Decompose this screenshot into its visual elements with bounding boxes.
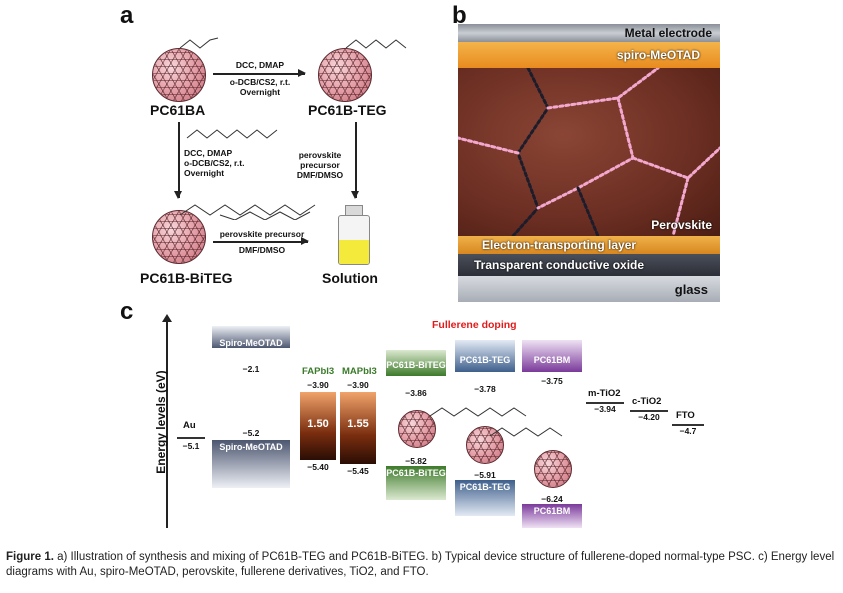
fto-label: FTO [676,410,695,421]
reaction-arrow-2 [175,122,181,199]
spiro-lumo-value: −2.1 [242,364,260,374]
fapbi3-band [300,392,336,460]
side-chain-c-icon [430,407,563,437]
panel-a-letter: a [120,2,134,29]
pcbm-homo-band: PC61BM [522,504,582,528]
au-label: Au [183,420,196,431]
device-structure: Metal electrode spiro-MeOTAD Perovskite [458,24,720,302]
ctio2-label: c-TiO2 [632,396,662,407]
teg-lumo-band: PC61B-TEG [455,340,515,372]
reaction-conditions-1: DCC, DMAP [235,60,285,70]
mtio2-value: −3.94 [594,404,616,414]
ctio2-value: −4.20 [638,412,660,422]
reaction-arrow-1 [213,70,306,76]
spiro-lumo-band: Spiro-MeOTAD [212,326,290,348]
panel-c-letter: c [120,298,134,325]
reaction-conditions-2: DCC, DMAP o-DCB/CS2, r.t. Overnight [184,148,245,178]
layer-electron-transporting: Electron-transporting layer [458,236,720,254]
mapbi3-vb-value: −5.45 [347,466,369,476]
grain-boundaries-icon [458,68,720,236]
mapbi3-band [340,392,376,464]
reaction-conditions-4b: DMF/DMSO [238,245,286,255]
mapbi3-label: MAPbI3 [342,366,377,377]
pc61b-teg-fullerene-icon [318,48,372,102]
reaction-conditions-1b: o-DCB/CS2, r.t. Overnight [229,77,291,97]
spiro-homo-value: −5.2 [242,428,260,438]
caption-label: Figure 1. [6,551,54,563]
mtio2-level [586,402,624,404]
side-chain-biteg-icon [179,204,316,220]
biteg-homo-band: PC61B-BiTEG [386,466,446,500]
teg-fullerene-icon [466,426,504,464]
layer-transparent-conductive-oxide: Transparent conductive oxide [458,254,720,276]
compound-pc61b-teg: PC61B-TEG [308,102,387,118]
au-value: −5.1 [182,441,200,451]
y-axis [166,318,168,528]
pcbm-homo-value: −6.24 [541,494,563,504]
layer-glass: glass [458,276,720,302]
layer-spiro-meotad: spiro-MeOTAD [458,42,720,68]
y-axis-label: Energy levels (eV) [154,370,168,474]
mapbi3-gap-value: 1.55 [347,418,369,430]
pcbm-lumo-value: −3.75 [541,376,563,386]
compound-solution: Solution [322,270,378,286]
compound-pc61ba: PC61BA [150,102,206,118]
reaction-conditions-4: perovskite precursor [219,229,305,239]
biteg-fullerene-icon [398,410,436,448]
reaction-arrow-4 [213,238,309,244]
layer-perovskite: Perovskite [458,68,720,236]
biteg-homo-value: −5.82 [405,456,427,466]
reaction-conditions-3: perovskite precursor DMF/DMSO [296,150,344,180]
caption-text: a) Illustration of synthesis and mixing … [6,551,835,578]
teg-reagent-icon [186,129,278,139]
y-axis-arrow-icon [162,314,172,322]
pc61b-biteg-fullerene-icon [152,210,206,264]
spiro-homo-band: Spiro-MeOTAD [212,440,290,488]
compound-pc61b-biteg: PC61B-BiTEG [140,270,233,286]
pcbm-lumo-band: PC61BM [522,340,582,372]
teg-homo-value: −5.91 [474,470,496,480]
fapbi3-cb-value: −3.90 [307,380,329,390]
fapbi3-gap-value: 1.50 [307,418,329,430]
layer-metal-electrode: Metal electrode [458,24,720,42]
fapbi3-label: FAPbI3 [302,366,335,377]
figure-caption: Figure 1. a) Illustration of synthesis a… [6,550,838,580]
fto-level [672,424,704,426]
biteg-lumo-band: PC61B-BiTEG [386,350,446,376]
teg-lumo-value: −3.78 [474,384,496,394]
pcbm-fullerene-icon [534,450,572,488]
ctio2-level [630,410,668,412]
solution-vial-icon [334,205,372,265]
fto-value: −4.7 [679,426,697,436]
reaction-arrow-3 [352,122,358,199]
au-level [177,437,205,439]
mtio2-label: m-TiO2 [588,388,621,399]
fullerene-doping-title: Fullerene doping [432,319,517,331]
mapbi3-cb-value: −3.90 [347,380,369,390]
panel-b-letter: b [452,2,467,29]
biteg-lumo-value: −3.86 [405,388,427,398]
fapbi3-vb-value: −5.40 [307,462,329,472]
side-chain-icon [179,37,407,49]
teg-homo-band: PC61B-TEG [455,480,515,516]
pc61ba-fullerene-icon [152,48,206,102]
